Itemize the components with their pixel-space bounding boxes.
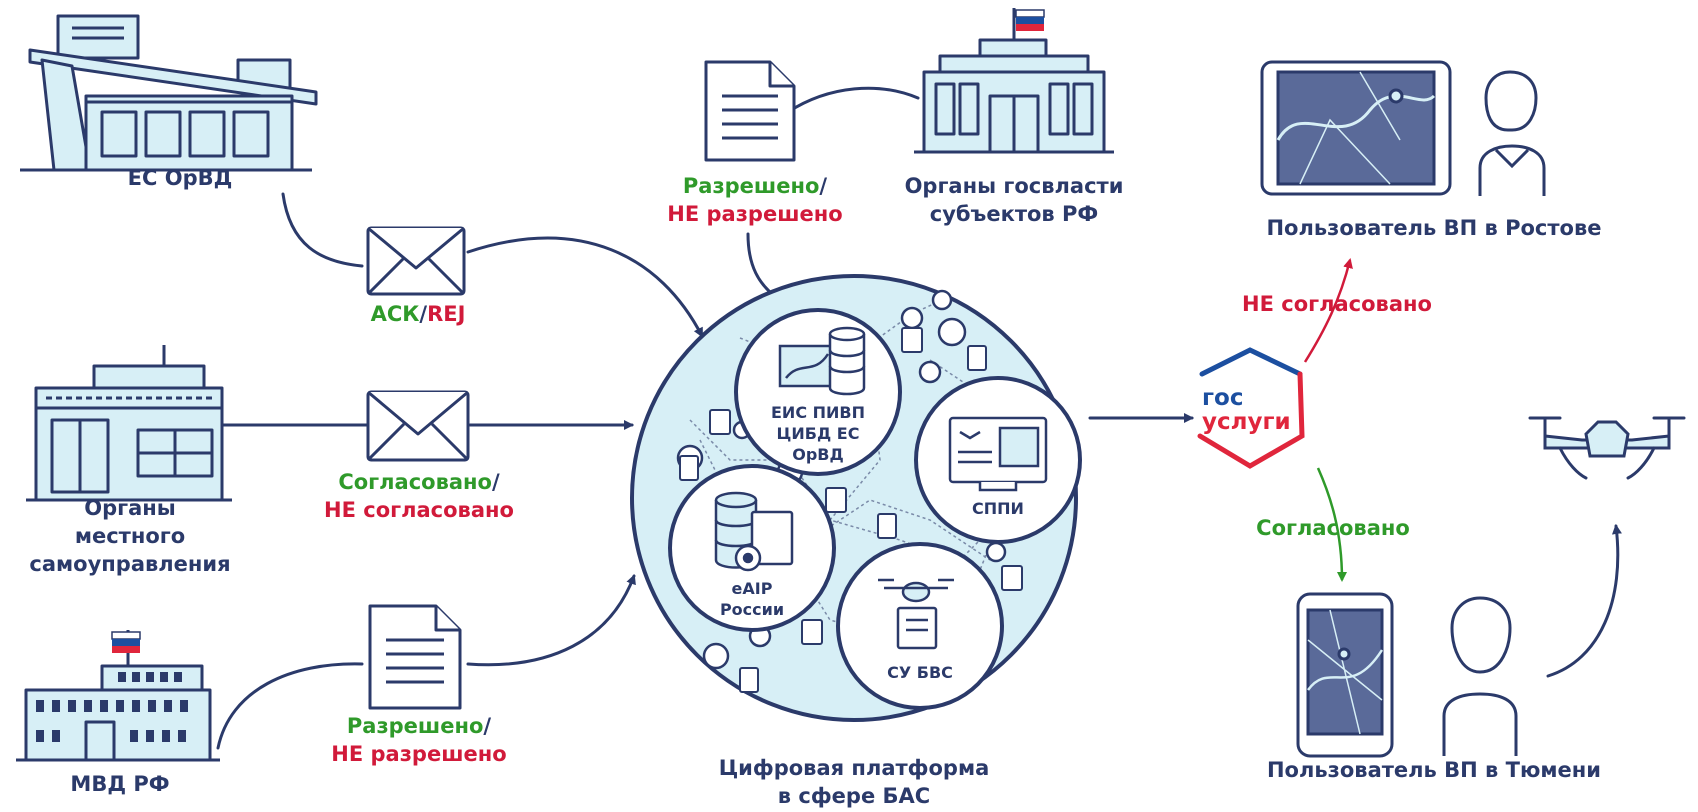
gosuslugi-to-rostov-arrow [1303,258,1353,363]
platform-line-2: в сфере БАС [777,784,931,808]
regional-gov-label: Органы госвласти субъектов РФ [894,172,1134,228]
ack-text: АСК [370,302,420,326]
document-icon-2 [704,60,796,162]
envelope-icon [366,226,466,296]
eis-line-2: ЦИБД ЕС [776,424,860,443]
eaip-node [668,464,836,632]
not-agreed-text: НЕ согласовано [324,498,514,522]
allowed-status-label: Разрешено/ НЕ разрешено [314,712,524,768]
mvd-to-document-line [216,662,364,750]
regional-doc-line [786,86,920,114]
agreed-status-label: Согласовано/ НЕ согласовано [314,468,524,524]
allowed-slash-top: / [819,174,828,198]
gosuslugi-gos: гос [1202,385,1244,411]
flag-icon-2 [1012,8,1045,40]
eis-line-1: ЕИС ПИВП [771,403,865,422]
database-icon [828,326,866,396]
drone-icon [1528,416,1686,480]
es-orvd-label: ЕС ОрВД [127,166,233,190]
envelope-to-platform-arrow [466,236,704,338]
eaip-line-1: eAIP [731,579,773,598]
monitor-icon [948,416,1048,492]
ack-slash: / [419,302,428,326]
allowed-text-top: Разрешено [682,174,820,198]
tyumen-to-drone-arrow [1546,524,1622,678]
platform-line-1: Цифровая платформа [718,756,990,780]
not-allowed-text: НЕ разрешено [331,742,507,766]
not-allowed-text-top: НЕ разрешено [667,202,843,226]
document-gear-icon [734,510,794,572]
eaip-label: eAIP России [702,578,802,620]
eaip-line-2: России [719,600,785,619]
eis-label: ЕИС ПИВП ЦИБД ЕС ОрВД [768,402,868,465]
agreed-slash: / [491,470,500,494]
not-agreed-rostov-label: НЕ согласовано [1242,292,1432,316]
su-bvs-label: СУ БВС [887,663,953,682]
user-icon-2 [1442,596,1518,756]
local-gov-building-icon [26,345,232,502]
gosuslugi-uslugi: услуги [1202,409,1291,435]
sppi-node [914,376,1082,544]
regional-gov-building-icon [914,38,1114,154]
document-icon [368,604,462,710]
local-gov-line-3: самоуправления [29,552,231,576]
mvd-label: МВД РФ [70,772,170,796]
gosuslugi-text: гос услуги [1202,386,1291,434]
allowed-text: Разрешено [346,714,484,738]
server-icon [709,327,1023,645]
agreed-tyumen-label: Согласовано [1256,516,1410,540]
su-bvs-node [836,542,1004,710]
allowed-slash: / [483,714,492,738]
mini-document-icon [679,345,987,693]
sppi-label: СППИ [972,499,1024,518]
regional-gov-line-1: Органы госвласти [904,174,1124,198]
eis-line-3: ОрВД [792,445,844,464]
document-to-platform-arrow [466,574,636,667]
local-gov-label: Органы местного самоуправления [0,494,260,578]
user-tyumen-label: Пользователь ВП в Тюмени [1266,758,1601,782]
gosuslugi-to-tyumen-arrow [1316,467,1347,582]
regional-gov-line-2: субъектов РФ [929,202,1099,226]
tablet-map-icon [1260,60,1452,196]
mvd-windows [36,672,188,742]
user-icon [1478,70,1546,196]
user-rostov-label: Пользователь ВП в Ростове [1266,216,1602,240]
allowed-status-label-top: Разрешено/ НЕ разрешено [650,172,860,228]
platform-circle [630,274,1082,722]
envelope-icon-2 [366,390,470,462]
drone-icon-small [878,578,954,650]
agreed-text: Согласовано [338,470,492,494]
phone-map-icon [1296,592,1394,758]
local-gov-line-1: Органы [84,496,176,520]
eis-node [734,308,902,476]
local-gov-line-2: местного [74,524,186,548]
gosuslugi-logo [1197,347,1305,469]
eis-map-icon [778,344,836,388]
es-orvd-building-icon [20,14,318,172]
es-orvd-to-envelope-line [281,192,364,268]
ack-rej-label: АСК/REJ [358,300,478,328]
platform-label: Цифровая платформа в сфере БАС [714,754,994,810]
rej-text: REJ [427,302,466,326]
